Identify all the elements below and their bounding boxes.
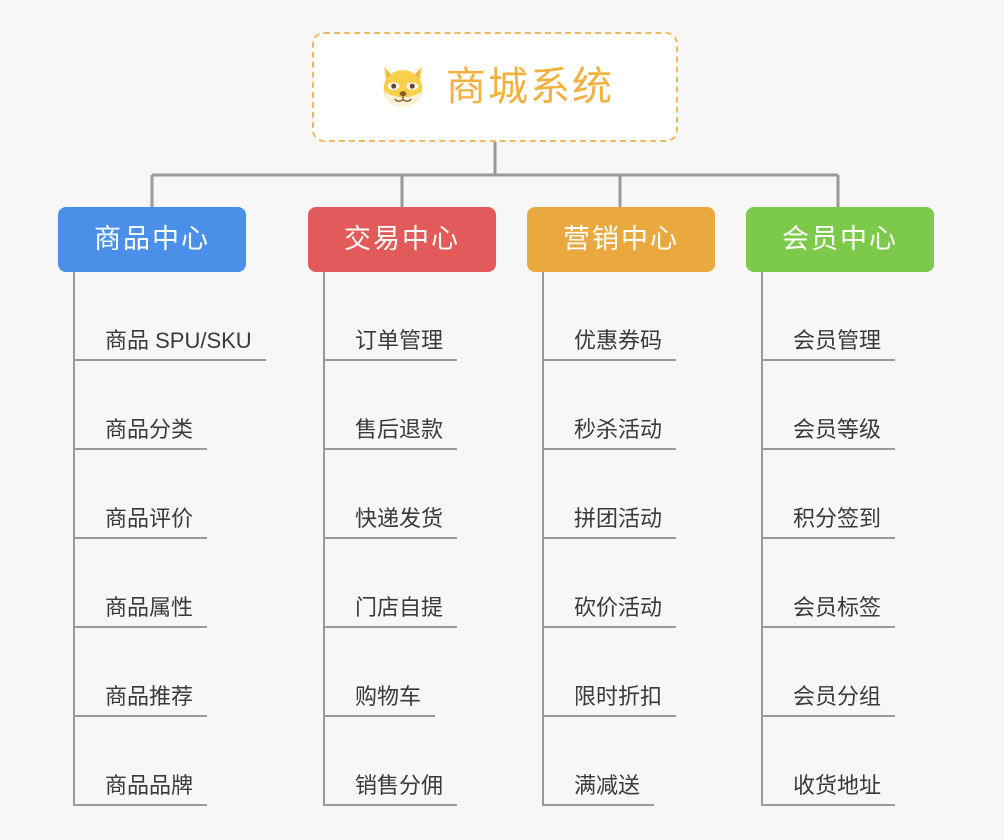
leaf-item[interactable]: 销售分佣 [323, 717, 496, 806]
leaf-underline: 商品评价 [73, 505, 208, 539]
leaf-label: 收货地址 [793, 772, 882, 798]
leaf-label: 会员分组 [793, 683, 882, 709]
leaf-label: 会员标签 [793, 594, 882, 620]
leaf-label: 商品 SPU/SKU [105, 327, 252, 353]
category-column: 会员中心会员管理会员等级积分签到会员标签会员分组收货地址 [746, 207, 934, 806]
leaf-item[interactable]: 商品分类 [73, 361, 246, 450]
leaf-item[interactable]: 商品品牌 [73, 717, 246, 806]
leaf-underline: 购物车 [323, 683, 436, 717]
leaf-item[interactable]: 商品 SPU/SKU [73, 272, 266, 361]
leaf-underline: 会员分组 [761, 683, 896, 717]
leaf-item[interactable]: 拼团活动 [542, 450, 715, 539]
column-spine [73, 272, 75, 806]
leaf-underline: 销售分佣 [323, 772, 458, 806]
leaf-label: 商品品牌 [105, 772, 194, 798]
leaf-item[interactable]: 积分签到 [761, 450, 934, 539]
leaf-item[interactable]: 门店自提 [323, 539, 496, 628]
leaf-underline: 会员管理 [761, 327, 896, 361]
leaf-underline: 拼团活动 [542, 505, 677, 539]
leaf-label: 销售分佣 [355, 772, 444, 798]
leaf-underline: 会员标签 [761, 594, 896, 628]
leaf-item[interactable]: 会员分组 [761, 628, 934, 717]
leaf-underline: 收货地址 [761, 772, 896, 806]
leaf-label: 订单管理 [355, 327, 444, 353]
category-column: 商品中心商品 SPU/SKU 商品分类商品评价商品属性商品推荐商品品牌 [58, 207, 266, 806]
column-spine [761, 272, 763, 806]
category-header-3[interactable]: 会员中心 [746, 207, 934, 272]
leaf-item[interactable]: 会员标签 [761, 539, 934, 628]
leaf-label: 门店自提 [355, 594, 444, 620]
leaf-item[interactable]: 砍价活动 [542, 539, 715, 628]
leaf-item[interactable]: 优惠券码 [542, 272, 715, 361]
leaf-underline: 商品品牌 [73, 772, 208, 806]
shiba-dog-face-icon [383, 66, 423, 109]
leaf-underline: 满减送 [542, 772, 655, 806]
leaf-label: 拼团活动 [574, 505, 663, 531]
leaf-underline: 限时折扣 [542, 683, 677, 717]
column-spine [323, 272, 325, 806]
leaf-underline: 售后退款 [323, 416, 458, 450]
leaf-underline: 商品 SPU/SKU [73, 327, 266, 361]
leaf-label: 砍价活动 [574, 594, 663, 620]
root-title: 商城系统 [446, 65, 614, 109]
leaf-item[interactable]: 商品属性 [73, 539, 246, 628]
leaf-item[interactable]: 商品评价 [73, 450, 246, 539]
leaf-underline: 商品属性 [73, 594, 208, 628]
leaf-label: 会员管理 [793, 327, 882, 353]
category-header-1[interactable]: 交易中心 [308, 207, 496, 272]
leaf-label: 快递发货 [355, 505, 444, 531]
leaf-label: 商品评价 [105, 505, 194, 531]
leaf-label: 商品属性 [105, 594, 194, 620]
leaf-list: 订单管理售后退款快递发货门店自提购物车销售分佣 [323, 272, 496, 806]
leaf-underline: 订单管理 [323, 327, 458, 361]
category-column: 营销中心优惠券码秒杀活动拼团活动砍价活动限时折扣满减送 [527, 207, 715, 806]
leaf-item[interactable]: 秒杀活动 [542, 361, 715, 450]
leaf-underline: 积分签到 [761, 505, 896, 539]
leaf-label: 商品推荐 [105, 683, 194, 709]
leaf-label: 商品分类 [105, 416, 194, 442]
leaf-label: 秒杀活动 [574, 416, 663, 442]
leaf-list: 会员管理会员等级积分签到会员标签会员分组收货地址 [761, 272, 934, 806]
leaf-list: 优惠券码秒杀活动拼团活动砍价活动限时折扣满减送 [542, 272, 715, 806]
column-spine [542, 272, 544, 806]
leaf-label: 会员等级 [793, 416, 882, 442]
leaf-label: 售后退款 [355, 416, 444, 442]
leaf-underline: 砍价活动 [542, 594, 677, 628]
category-header-0[interactable]: 商品中心 [58, 207, 246, 272]
category-header-2[interactable]: 营销中心 [527, 207, 715, 272]
leaf-item[interactable]: 商品推荐 [73, 628, 246, 717]
leaf-item[interactable]: 售后退款 [323, 361, 496, 450]
leaf-label: 满减送 [574, 772, 641, 798]
leaf-item[interactable]: 快递发货 [323, 450, 496, 539]
leaf-label: 购物车 [355, 683, 422, 709]
leaf-underline: 商品分类 [73, 416, 208, 450]
leaf-item[interactable]: 限时折扣 [542, 628, 715, 717]
leaf-underline: 商品推荐 [73, 683, 208, 717]
leaf-label: 优惠券码 [574, 327, 663, 353]
category-column: 交易中心订单管理售后退款快递发货门店自提购物车销售分佣 [308, 207, 496, 806]
leaf-underline: 快递发货 [323, 505, 458, 539]
leaf-label: 积分签到 [793, 505, 882, 531]
leaf-underline: 秒杀活动 [542, 416, 677, 450]
leaf-item[interactable]: 会员管理 [761, 272, 934, 361]
leaf-item[interactable]: 满减送 [542, 717, 715, 806]
leaf-item[interactable]: 收货地址 [761, 717, 934, 806]
leaf-underline: 门店自提 [323, 594, 458, 628]
leaf-item[interactable]: 订单管理 [323, 272, 496, 361]
leaf-underline: 会员等级 [761, 416, 896, 450]
leaf-item[interactable]: 会员等级 [761, 361, 934, 450]
leaf-item[interactable]: 购物车 [323, 628, 496, 717]
leaf-label: 限时折扣 [574, 683, 663, 709]
leaf-list: 商品 SPU/SKU 商品分类商品评价商品属性商品推荐商品品牌 [73, 272, 266, 806]
leaf-underline: 优惠券码 [542, 327, 677, 361]
root-node[interactable]: 商城系统 [312, 32, 678, 142]
